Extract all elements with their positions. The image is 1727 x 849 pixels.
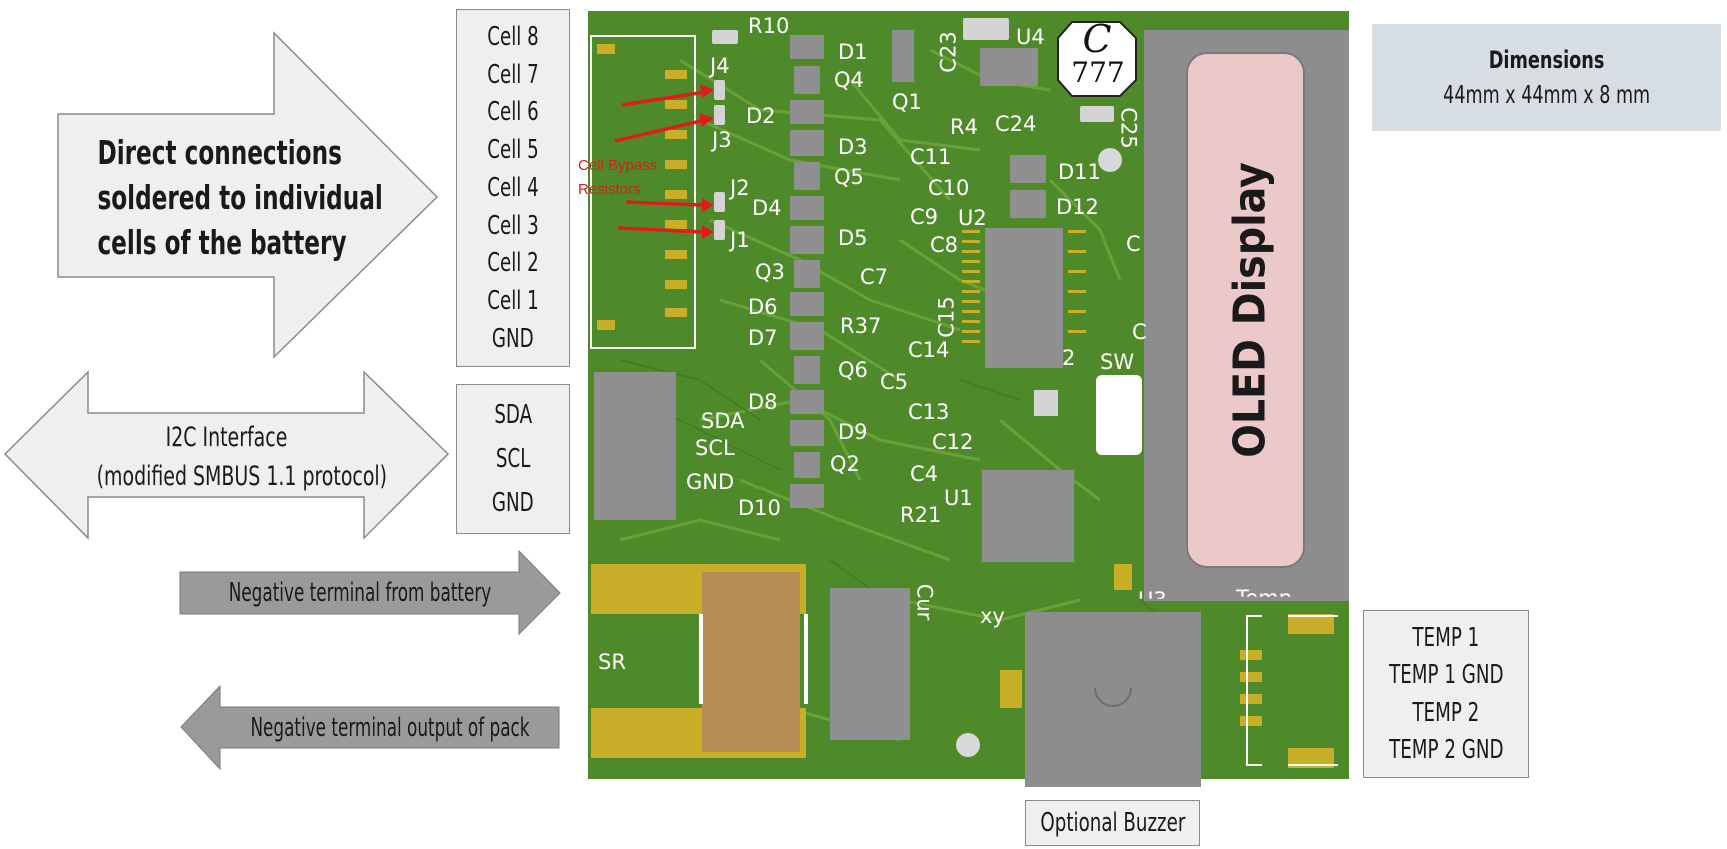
silk-U4: U4 <box>1016 25 1045 49</box>
silk-Q2: Q2 <box>830 452 860 476</box>
silk-C-edge: C <box>1126 232 1141 256</box>
silk-J1: J1 <box>730 228 750 252</box>
silk-J4: J4 <box>710 54 730 78</box>
silk-D8: D8 <box>748 390 778 414</box>
buzzer-component <box>1025 612 1201 787</box>
cell-6-label: Cell 6 <box>487 97 539 127</box>
silk-Q5: Q5 <box>834 165 864 189</box>
silk-D3: D3 <box>838 135 868 159</box>
silk-R37: R37 <box>840 314 881 338</box>
silk-D9: D9 <box>838 420 868 444</box>
silk-SCL: SCL <box>695 436 735 460</box>
silk-R10: R10 <box>748 14 789 38</box>
silk-D12: D12 <box>1056 195 1099 219</box>
silk-C25: C25 <box>1117 107 1141 148</box>
direct-line-2: soldered to individual <box>97 175 320 220</box>
silk-R4: R4 <box>950 115 978 139</box>
cell-7-label: Cell 7 <box>487 60 539 90</box>
buzzer-label: Optional Buzzer <box>1040 808 1185 838</box>
cell-1-label: Cell 1 <box>487 286 539 316</box>
direct-connection-label: Direct connections soldered to individua… <box>66 130 352 265</box>
silk-GND: GND <box>686 470 734 494</box>
direct-line-1: Direct connections <box>97 130 320 175</box>
silk-D4: D4 <box>752 196 782 220</box>
silk-xy: xy <box>980 604 1005 628</box>
negative-out-label: Negative terminal output of pack <box>190 712 590 744</box>
silk-Q4: Q4 <box>834 68 864 92</box>
silk-SR: SR <box>598 650 626 674</box>
cell-gnd-label: GND <box>492 324 534 354</box>
silk-C-edge2: C <box>1132 320 1147 344</box>
silk-C24: C24 <box>995 112 1036 136</box>
silk-SDA: SDA <box>701 409 745 433</box>
silk-R21: R21 <box>900 503 941 527</box>
dimensions-title: Dimensions <box>1489 46 1605 74</box>
temp1-label: TEMP 1 <box>1413 623 1480 653</box>
silk-C10: C10 <box>928 176 969 200</box>
dimensions-box: Dimensions 44mm x 44mm x 8 mm <box>1372 24 1721 131</box>
silk-C9: C9 <box>910 205 938 229</box>
cell-5-label: Cell 5 <box>487 135 539 165</box>
oled-label: OLED Display <box>1225 162 1276 458</box>
cell-8-label: Cell 8 <box>487 22 539 52</box>
direct-line-3: cells of the battery <box>97 220 320 265</box>
i2c-line-1: I2C Interface <box>97 418 357 457</box>
logo-number: 777 <box>1070 56 1126 89</box>
temp2-gnd-label: TEMP 2 GND <box>1389 735 1503 765</box>
cells-box: Cell 8 Cell 7 Cell 6 Cell 5 Cell 4 Cell … <box>456 9 570 367</box>
buzzer-label-box: Optional Buzzer <box>1025 800 1200 846</box>
silk-C7: C7 <box>860 265 888 289</box>
bypass-label: Cell Bypass Resistors <box>578 154 657 202</box>
silk-C11: C11 <box>910 145 951 169</box>
silk-Cur: Cur <box>912 584 936 621</box>
temp1-gnd-label: TEMP 1 GND <box>1389 660 1503 690</box>
silk-two: 2 <box>1062 346 1075 370</box>
silk-Q1: Q1 <box>892 90 922 114</box>
silk-C23: C23 <box>937 31 961 72</box>
cell-2-label: Cell 2 <box>487 248 539 278</box>
silk-C5: C5 <box>880 370 908 394</box>
silk-Q6: Q6 <box>838 358 868 382</box>
silk-C14: C14 <box>908 338 949 362</box>
sda-label: SDA <box>494 400 532 430</box>
i2c-box: SDA SCL GND <box>456 384 570 534</box>
silk-U1: U1 <box>944 486 973 510</box>
silk-D2: D2 <box>746 104 776 128</box>
temp2-label: TEMP 2 <box>1413 698 1480 728</box>
silk-C12: C12 <box>932 430 973 454</box>
silk-C8: C8 <box>930 233 958 257</box>
silk-C15: C15 <box>935 296 959 337</box>
i2c-line-2: (modified SMBUS 1.1 protocol) <box>97 457 357 496</box>
negative-in-label: Negative terminal from battery <box>150 577 570 609</box>
silk-D7: D7 <box>748 326 778 350</box>
cell-4-label: Cell 4 <box>487 173 539 203</box>
silk-D6: D6 <box>748 295 778 319</box>
silk-D1: D1 <box>838 40 868 64</box>
silk-D10: D10 <box>738 496 781 520</box>
dimensions-value: 44mm x 44mm x 8 mm <box>1443 80 1650 109</box>
silk-D5: D5 <box>838 226 868 250</box>
silk-C4: C4 <box>910 462 938 486</box>
cell-3-label: Cell 3 <box>487 211 539 241</box>
i2c-gnd-label: GND <box>492 488 534 518</box>
silk-Q3: Q3 <box>755 260 785 284</box>
temp-box: TEMP 1 TEMP 1 GND TEMP 2 TEMP 2 GND <box>1363 610 1529 778</box>
logo-c: C <box>1082 17 1112 61</box>
silk-U2: U2 <box>958 206 987 230</box>
silk-J3: J3 <box>712 128 732 152</box>
i2c-label: I2C Interface (modified SMBUS 1.1 protoc… <box>60 418 393 496</box>
silk-C13: C13 <box>908 400 949 424</box>
silk-D11: D11 <box>1058 160 1101 184</box>
silk-SW: SW <box>1100 350 1134 374</box>
scl-label: SCL <box>496 444 530 474</box>
silk-J2: J2 <box>730 176 750 200</box>
